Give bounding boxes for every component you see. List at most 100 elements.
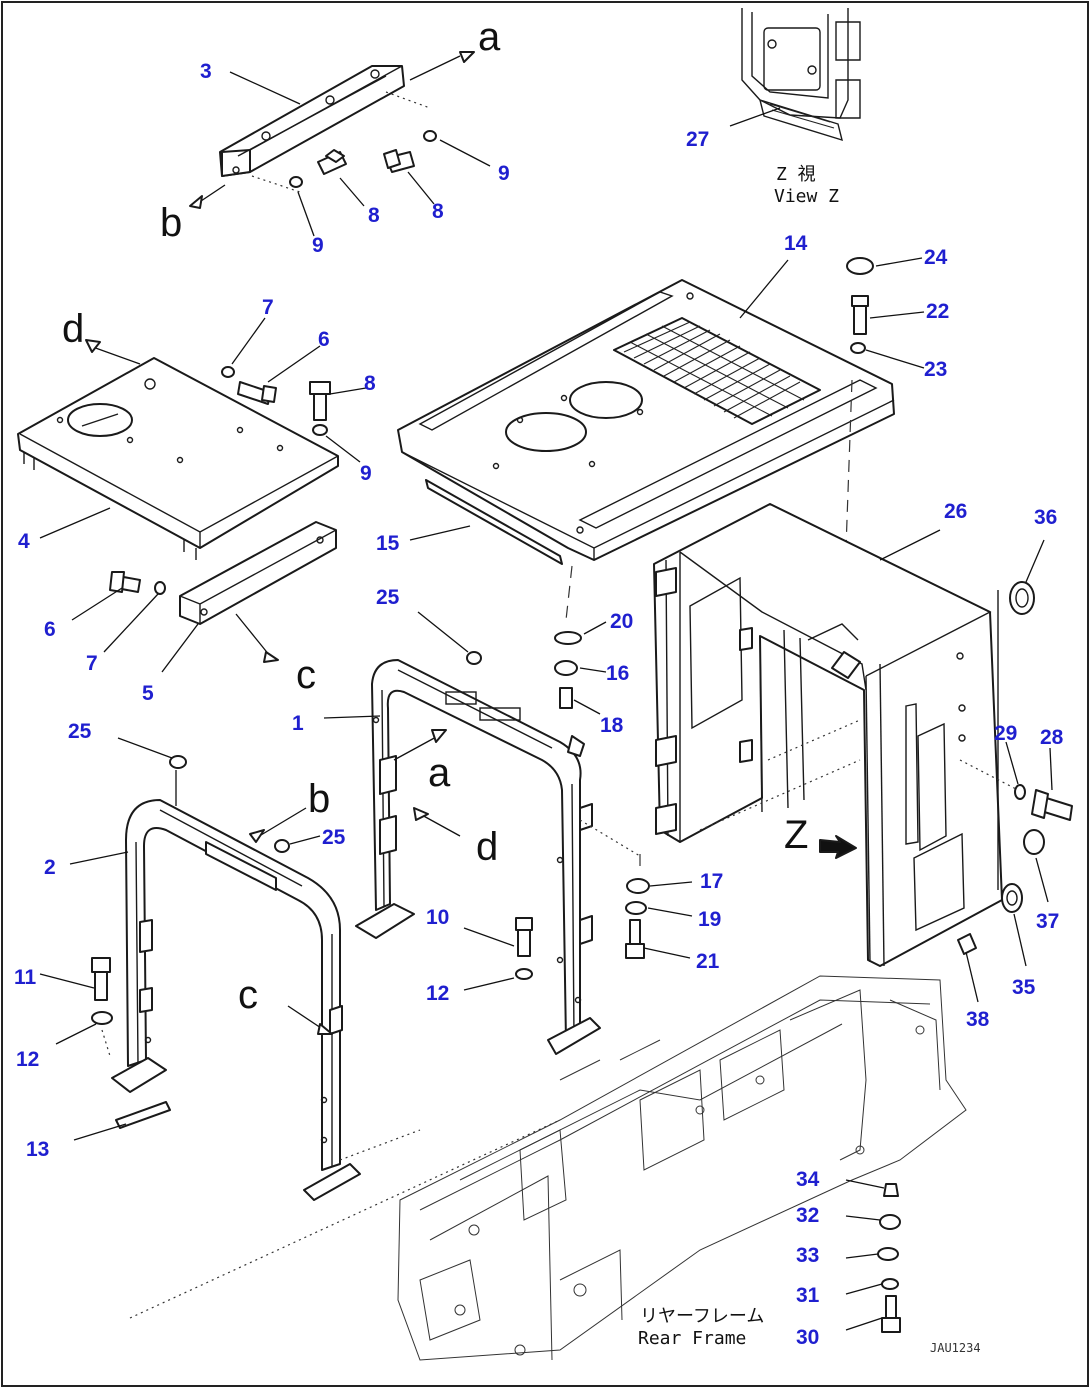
callout-28: 28	[1040, 726, 1064, 749]
callout-34: 34	[796, 1168, 820, 1191]
callout-27: 27	[686, 128, 709, 151]
clip-38	[957, 933, 977, 955]
view-z-inset: Z 視 View Z	[729, 8, 861, 207]
plug-37	[1023, 829, 1045, 855]
callout-13: 13	[26, 1138, 49, 1161]
washer-12-b	[91, 1011, 113, 1025]
washer-20	[554, 631, 582, 645]
callout-5: 5	[142, 682, 154, 705]
bolt-21	[625, 919, 645, 959]
washer-16	[554, 660, 578, 676]
part-15-strip	[425, 479, 563, 565]
bolt-30	[881, 1295, 901, 1333]
callout-7-left: 7	[86, 652, 98, 675]
nut-25-a	[466, 651, 482, 665]
callout-25-top: 25	[376, 586, 400, 609]
callout-30: 30	[796, 1326, 819, 1349]
callout-25-mid: 25	[322, 826, 346, 849]
letter-z: Z	[784, 813, 808, 857]
cap-24	[846, 257, 874, 275]
bolt-8-top-left	[317, 149, 347, 175]
nut-32	[879, 1214, 901, 1230]
letter-c-left: c	[238, 973, 258, 1017]
bolt-28	[1031, 789, 1073, 821]
letter-b-top: b	[160, 201, 182, 245]
callout-3: 3	[200, 60, 212, 83]
part-2-front-frame	[111, 799, 361, 1201]
collar-18	[559, 687, 573, 709]
washer-33	[877, 1247, 899, 1261]
callout-25-left: 25	[68, 720, 92, 743]
washer-29	[1014, 784, 1026, 800]
washer-12-a	[515, 968, 533, 980]
washer-17	[626, 878, 650, 894]
callout-26: 26	[944, 500, 967, 523]
letter-a-top: a	[478, 15, 501, 59]
washer-9-c	[312, 424, 328, 436]
rear-frame	[129, 975, 967, 1361]
grommet-35	[1001, 883, 1023, 913]
callout-38: 38	[966, 1008, 990, 1031]
part-3-top-beam	[219, 65, 431, 193]
letter-d-left: d	[62, 307, 84, 351]
callout-9-mid: 9	[360, 462, 372, 485]
part-14-roof	[397, 279, 895, 561]
callout-32: 32	[796, 1204, 819, 1227]
view-z-caption-line2: View Z	[774, 186, 839, 207]
washer-31	[881, 1278, 899, 1290]
callout-16: 16	[606, 662, 629, 685]
rear-frame-caption-line1: リヤーフレーム	[640, 1306, 764, 1327]
callout-19: 19	[698, 908, 721, 931]
callout-12-mid: 12	[426, 982, 449, 1005]
bolt-25-c	[274, 839, 290, 853]
callout-20: 20	[610, 610, 633, 633]
view-z-caption-line1: Z 視	[776, 164, 816, 185]
part-4-floor-panel	[17, 357, 339, 560]
washer-9-a	[289, 176, 303, 188]
washer-19	[625, 901, 647, 915]
callout-12-left: 12	[16, 1048, 39, 1071]
bolt-8-top-right	[383, 149, 415, 173]
callout-8-top-left: 8	[368, 204, 380, 227]
view-z-arrow	[819, 835, 857, 859]
callout-29: 29	[994, 722, 1017, 745]
rear-frame-caption-line2: Rear Frame	[638, 1328, 746, 1349]
part-1-frame	[355, 659, 641, 1055]
callout-2: 2	[44, 856, 56, 879]
callout-6-left: 6	[44, 618, 56, 641]
callout-31: 31	[796, 1284, 820, 1307]
callout-37: 37	[1036, 910, 1059, 933]
callout-11: 11	[14, 966, 37, 989]
bolt-8-vertical	[309, 381, 331, 421]
plate-13	[115, 1101, 171, 1129]
drawing-code: JAU1234	[930, 1341, 981, 1355]
callout-24: 24	[924, 246, 948, 269]
cap-34	[883, 1183, 899, 1197]
grommet-36	[1009, 581, 1035, 615]
callout-22: 22	[926, 300, 949, 323]
letter-a-mid: a	[428, 751, 451, 795]
callout-10: 10	[426, 906, 449, 929]
letter-c-mid: c	[296, 653, 316, 697]
callout-4: 4	[18, 530, 30, 553]
callout-7-top: 7	[262, 296, 274, 319]
callout-36: 36	[1034, 506, 1057, 529]
washer-23	[850, 342, 866, 354]
bolt-11	[91, 957, 111, 1001]
bolt-25-b	[169, 755, 187, 769]
bolt-6-a	[237, 381, 277, 405]
bolt-22	[851, 295, 869, 335]
callout-35: 35	[1012, 976, 1036, 999]
callout-18: 18	[600, 714, 624, 737]
callout-23: 23	[924, 358, 947, 381]
callout-9-top-left: 9	[312, 234, 324, 257]
washer-7-a	[221, 366, 235, 378]
callout-17: 17	[700, 870, 723, 893]
bolt-6-b	[109, 571, 141, 593]
callout-8-top-right: 8	[432, 200, 444, 223]
letter-d-mid: d	[476, 825, 498, 869]
part-26-housing	[653, 503, 1003, 967]
callout-15: 15	[376, 532, 400, 555]
